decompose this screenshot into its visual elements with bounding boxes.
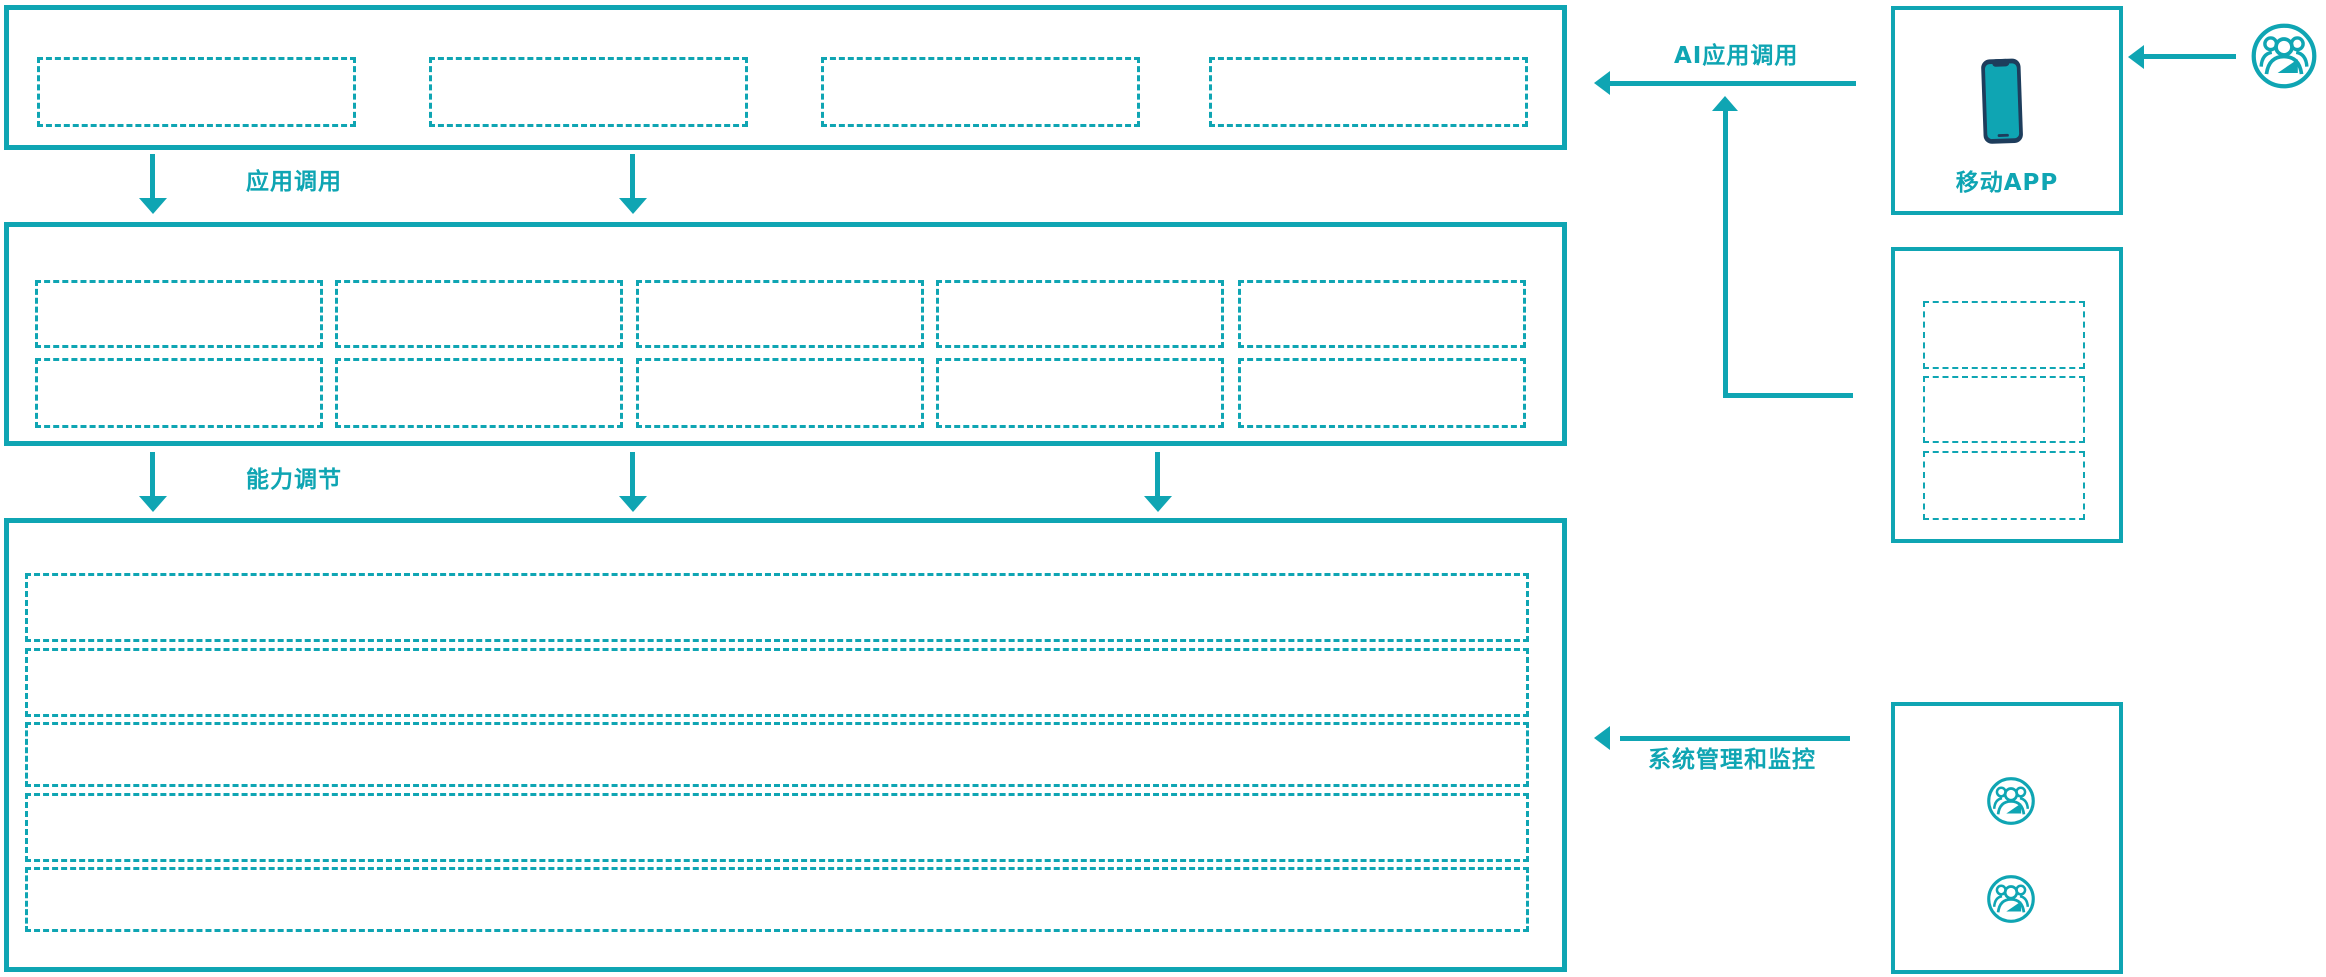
capability-arrow-line-1 [150,452,155,496]
top-layer-placeholder-1 [37,57,356,127]
app-call-arrow-line-1 [150,154,155,198]
middle-placeholder-r1c1 [35,280,323,348]
bottom-placeholder-5 [25,867,1529,932]
capability-arrowhead-2 [619,496,647,512]
mobile-app-label: 移动APP [1955,170,2059,196]
middle-placeholder-r1c2 [335,280,623,348]
capability-arrow-line-3 [1155,452,1160,496]
ai-app-call-label: AI应用调用 [1674,43,1799,69]
users-icon [1986,776,2036,826]
middle-placeholder-r1c5 [1238,280,1526,348]
app-call-arrow-line-2 [630,154,635,198]
bottom-placeholder-4 [25,793,1529,862]
right-middle-placeholder-1 [1923,301,2085,369]
ai-app-call-arrow-line [1610,81,1856,86]
right-middle-placeholder-3 [1923,451,2085,520]
capability-arrowhead-3 [1144,496,1172,512]
middle-placeholder-r2c5 [1238,358,1526,428]
right-middle-placeholder-2 [1923,376,2085,443]
top-layer-placeholder-3 [821,57,1140,127]
top-layer-placeholder-4 [1209,57,1528,127]
top-layer-placeholder-2 [429,57,748,127]
system-monitor-label: 系统管理和监控 [1648,747,1816,773]
app-call-arrowhead-2 [619,198,647,214]
capability-label: 能力调节 [246,467,342,493]
up-connector-stub [1723,393,1853,398]
middle-placeholder-r2c4 [936,358,1224,428]
users-icon [2250,22,2318,90]
up-connector-arrowhead [1712,96,1738,111]
up-connector-line [1723,111,1728,398]
middle-placeholder-r1c3 [636,280,924,348]
capability-arrow-line-2 [630,452,635,496]
ai-app-call-arrowhead [1594,71,1610,95]
bottom-placeholder-3 [25,722,1529,787]
user-to-app-arrow-line [2144,54,2236,59]
user-to-app-arrowhead [2128,45,2144,69]
app-call-arrowhead-1 [139,198,167,214]
system-monitor-arrowhead [1594,726,1610,750]
bottom-placeholder-1 [25,573,1529,642]
middle-placeholder-r2c3 [636,358,924,428]
middle-placeholder-r2c1 [35,358,323,428]
system-monitor-arrow-line [1620,736,1850,741]
middle-placeholder-r2c2 [335,358,623,428]
admin-box [1891,702,2123,974]
bottom-placeholder-2 [25,648,1529,717]
app-call-label: 应用调用 [246,169,342,195]
capability-arrowhead-1 [139,496,167,512]
middle-placeholder-r1c4 [936,280,1224,348]
users-icon [1986,874,2036,924]
smartphone-icon [1981,58,2023,144]
